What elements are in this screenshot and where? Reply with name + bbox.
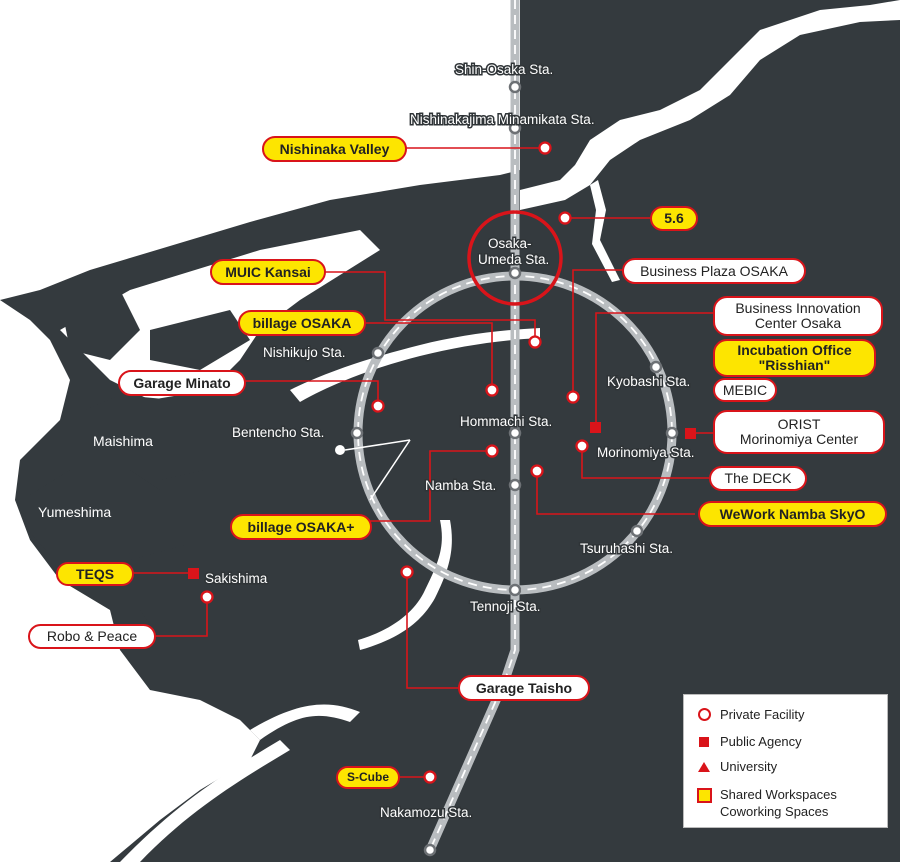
- label-teqs[interactable]: TEQS: [56, 562, 134, 586]
- yumeshima-island: [28, 470, 160, 560]
- yodo-river: [520, 0, 900, 210]
- legend-private: Private Facility: [696, 707, 805, 722]
- station-namba: Namba Sta.: [425, 478, 496, 493]
- station-tsuruhashi: Tsuruhashi Sta.: [580, 541, 673, 556]
- label-incubation-office-risshian[interactable]: Incubation Office"Risshian": [713, 339, 876, 377]
- label-billage-osaka-plus[interactable]: billage OSAKA+: [230, 514, 372, 540]
- osaka-umeda-highlight: [467, 210, 563, 306]
- station-nishinakajima: Nishinakajima Minamikata Sta.: [410, 112, 595, 127]
- map-legend: Private Facility Public Agency Universit…: [683, 694, 888, 828]
- label-wework-namba-skyo[interactable]: WeWork Namba SkyO: [698, 501, 887, 527]
- area-label-maishima: Maishima: [93, 433, 153, 449]
- university-triangle-icon: [698, 761, 710, 772]
- station-tennoji: Tennoji Sta.: [470, 599, 541, 614]
- leader-lines: [132, 147, 715, 778]
- station-hommachi: Hommachi Sta.: [460, 414, 552, 429]
- bay-water: [0, 0, 520, 300]
- harbor-water: [0, 300, 260, 862]
- label-garage-taisho[interactable]: Garage Taisho: [458, 675, 590, 701]
- legend-university: University: [696, 759, 777, 774]
- station-morinomiya: Morinomiya Sta.: [597, 445, 695, 460]
- sakishima-island: [130, 545, 270, 650]
- station-nishikujo: Nishikujo Sta.: [263, 345, 346, 360]
- label-nishinaka-valley[interactable]: Nishinaka Valley: [262, 136, 407, 162]
- legend-public: Public Agency: [696, 734, 802, 749]
- public-agency-markers: [188, 422, 696, 579]
- station-osaka-umeda-line1: Osaka-: [488, 236, 532, 251]
- legend-shared: Shared Workspaces Coworking Spaces: [696, 786, 837, 820]
- label-the-deck[interactable]: The DECK: [709, 466, 807, 491]
- label-5-6[interactable]: 5.6: [650, 206, 698, 231]
- maishima-island: [80, 395, 210, 480]
- station-kyobashi: Kyobashi Sta.: [607, 374, 690, 389]
- label-billage-osaka[interactable]: billage OSAKA: [238, 310, 366, 336]
- station-sakishima: Sakishima: [205, 571, 268, 586]
- station-osaka-umeda-line2: Umeda Sta.: [478, 252, 549, 267]
- area-label-yumeshima: Yumeshima: [38, 504, 111, 520]
- label-garage-minato[interactable]: Garage Minato: [118, 370, 246, 396]
- label-mebic[interactable]: MEBIC: [713, 378, 777, 402]
- station-nakamozu: Nakamozu Sta.: [380, 805, 472, 820]
- label-robo-and-peace[interactable]: Robo & Peace: [28, 624, 156, 649]
- private-facility-markers: [200, 141, 589, 784]
- station-markers: [350, 80, 679, 857]
- label-muic-kansai[interactable]: MUIC Kansai: [210, 259, 326, 285]
- label-s-cube[interactable]: S-Cube: [336, 766, 400, 789]
- station-shin-osaka: Shin-Osaka Sta.: [455, 62, 553, 77]
- label-business-plaza-osaka[interactable]: Business Plaza OSAKA: [622, 258, 806, 284]
- station-bentencho: Bentencho Sta.: [232, 425, 324, 440]
